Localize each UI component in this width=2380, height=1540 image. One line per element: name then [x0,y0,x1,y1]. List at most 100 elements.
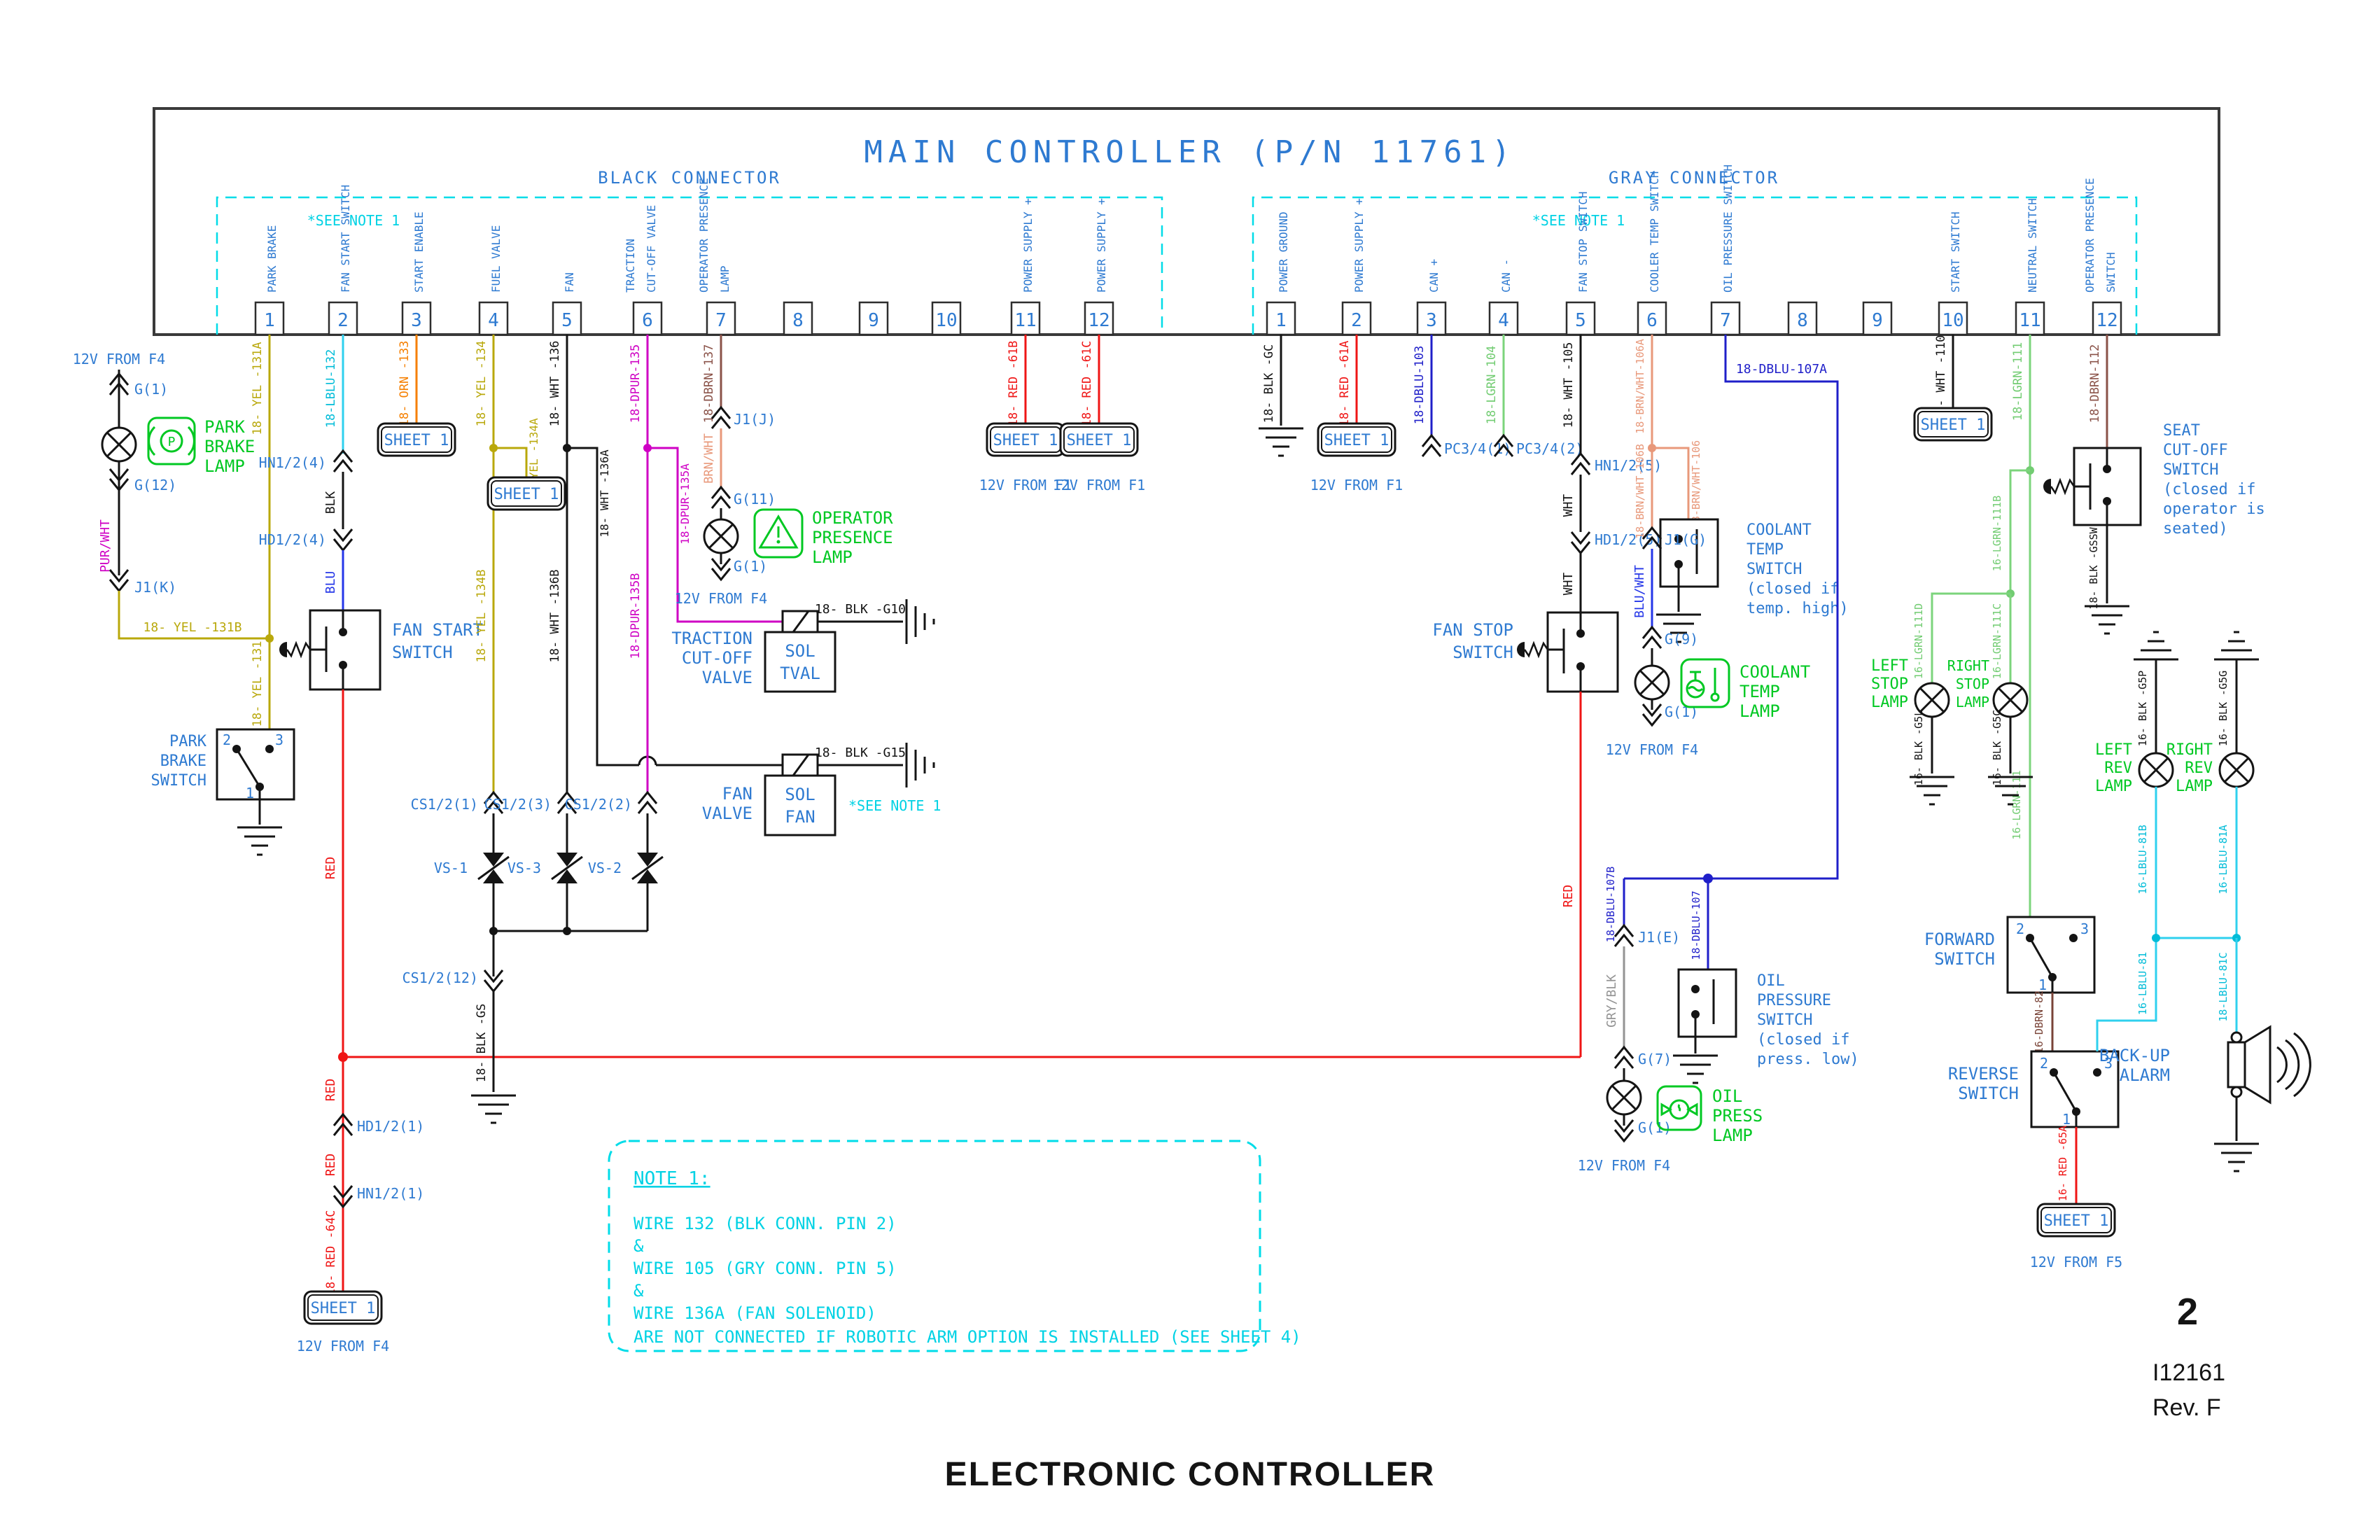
wire-label-134: 18- YEL -134 [475,341,489,427]
wire-label-gc: 18- BLK -GC [1262,344,1276,424]
wire-label-111: 18-LGRN-111 [2011,342,2025,421]
oil-pressure-switch-body [1677,968,1737,1038]
seat-switch-label: (closed if [2163,481,2255,498]
gray-pin-8: 8 [1787,301,1818,336]
switch-pin-1: 1 [2038,976,2047,993]
pin-label: COOLER TEMP SWITCH [1648,172,1661,293]
ref-g12: G(12) [134,477,176,493]
can-minus-circuit: 18-LGRN-104 PC3/4(2) [1485,335,1583,458]
switch-actuator-icon [278,640,312,659]
traction-valve-label: CUT-OFF [682,648,752,668]
sheet-ref-label: SHEET 1 [1324,432,1390,449]
park-p-glyph: P [168,435,176,449]
oil-pressure-switch-label: (closed if [1757,1031,1849,1049]
coolant-temp-indicator-icon [1680,658,1730,708]
coolant-temp-switch-label: TEMP [1746,541,1784,559]
connector-chevron-icon [1614,924,1634,948]
power-supply-b-circuit: 18- RED -61B SHEET 1 12V FROM F1 [979,335,1072,493]
ref-hd125: HD1/2(5) [1595,531,1662,548]
park-brake-indicator-icon: P [147,416,196,465]
oil-press-lamp-label: PRESS [1712,1106,1763,1126]
wire-label-g10: 18- BLK -G10 [815,602,906,617]
ref-g7: G(7) [1638,1051,1672,1068]
gray-pin-1: 1 POWER GROUND [1266,211,1296,336]
seat-switch-label: operator is [2163,500,2265,518]
fan-stop-switch-circuit: 18- WHT -105 HN1/2(5) WHT HD1/2(5) WHT F… [1432,335,1662,1057]
ref-g9: G(9) [1665,631,1698,648]
forward-switch-body [2006,916,2096,994]
pin-number: 10 [1942,310,1963,331]
wire-label-106a: 18-BRN/WHT-106A [1634,339,1646,433]
fan-stop-switch-label: FAN STOP [1432,620,1513,640]
wire-label-104: 18-LGRN-104 [1485,346,1499,425]
coolant-temp-lamp-label: COOLANT [1740,662,1810,682]
park-brake-lamp-label: LAMP [204,456,245,476]
pin-label: OPERATOR PRESENCE [2083,178,2096,293]
right-stop-lamp-label: STOP [1956,676,1989,692]
ref-hd121: HD1/2(1) [357,1118,424,1135]
operator-presence-lamp-circuit: 18-DBRN-137 J1(J) BRN/WHT G(11) G(1) 12V… [675,335,893,607]
coolant-temp-switch-body [1659,518,1719,588]
wire-label-82: 16-DBRN-82 [2033,990,2045,1054]
wire-color-purwht: PUR/WHT [98,519,113,573]
ref-hn125: HN1/2(5) [1595,457,1662,474]
wire-label-131: 18- YEL -131 [251,641,265,727]
coolant-temp-circuit: 18-BRN/WHT-106A 18-BRN/WHT-106 COOLANT T… [1606,335,1849,758]
sheet-ref-label: SHEET 1 [2044,1212,2109,1230]
pin-label: POWER SUPPLY + [1352,198,1366,293]
pin-label: FUEL VALVE [489,225,503,293]
wire-label-137: 18-DBRN-137 [702,344,716,424]
sol-tval-label: TVAL [780,664,820,683]
ground-icon [2132,631,2180,661]
wire-label-111b: 16-LGRN-111B [1991,496,2003,571]
oil-pressure-switch-label: SWITCH [1757,1011,1812,1029]
seat-switch-label: seated) [2163,520,2228,538]
pin-number: 8 [792,310,804,331]
source-12v-f5: 12V FROM F5 [2030,1254,2122,1270]
pin-label: CAN + [1427,259,1441,293]
park-brake-lamp-icon [101,426,137,463]
tvs-diode-icon [631,851,664,885]
ref-g1: G(1) [134,381,168,398]
switch-pin-1: 1 [2062,1111,2071,1128]
ref-vs3: VS-3 [507,860,541,876]
forward-switch-label: SWITCH [1934,949,1995,969]
switch-pin-3: 3 [275,732,284,748]
pin-number: 9 [1872,310,1883,331]
solenoid-coil-icon [781,753,819,777]
pin-label: POWER GROUND [1277,211,1290,293]
switch-pin-2: 2 [2016,920,2024,937]
park-brake-lamp-label: PARK [204,417,245,437]
coolant-temp-lamp-label: TEMP [1740,682,1780,701]
gray-connector-dashed-box [1252,196,2138,335]
ground-icon [1257,427,1305,457]
black-pin-9: 9 [858,301,889,336]
coolant-temp-switch-label: COOLANT [1746,522,1812,539]
source-12v-f4: 12V FROM F4 [297,1338,389,1354]
wire-label-64c: 18- RED -64C [324,1210,338,1296]
see-note-black: *SEE NOTE 1 [307,212,400,229]
pin-number: 1 [1275,310,1287,331]
park-brake-switch-label: PARK [169,733,207,750]
switch-pin-1: 1 [246,785,254,802]
wire-label-61c: 18- RED -61C [1080,341,1094,427]
fan-start-switch-circuit: 18-LBLU-132 HN1/2(4) BLK HD1/2(4) BLU FA… [259,335,1581,1354]
connector-chevron-icon [1421,434,1442,458]
switch-pin-3: 3 [2080,920,2089,937]
fan-circuit: 18- WHT -136 18- WHT -136A 18- WHT -136B… [484,335,783,931]
source-12v-f4: 12V FROM F4 [675,590,767,607]
wire-label-g15: 18- BLK -G15 [815,746,906,760]
wire-color-wht: WHT [1561,573,1576,596]
black-pin-8: 8 [783,301,813,336]
wire-label-136: 18- WHT -136 [548,341,562,427]
sound-waves-icon [2276,1032,2311,1098]
pin-number: 7 [715,310,727,331]
wire-label-136a: 18- WHT -136A [598,449,611,538]
wire-label-g5l: 16- BLK -G5L [1912,710,1925,785]
